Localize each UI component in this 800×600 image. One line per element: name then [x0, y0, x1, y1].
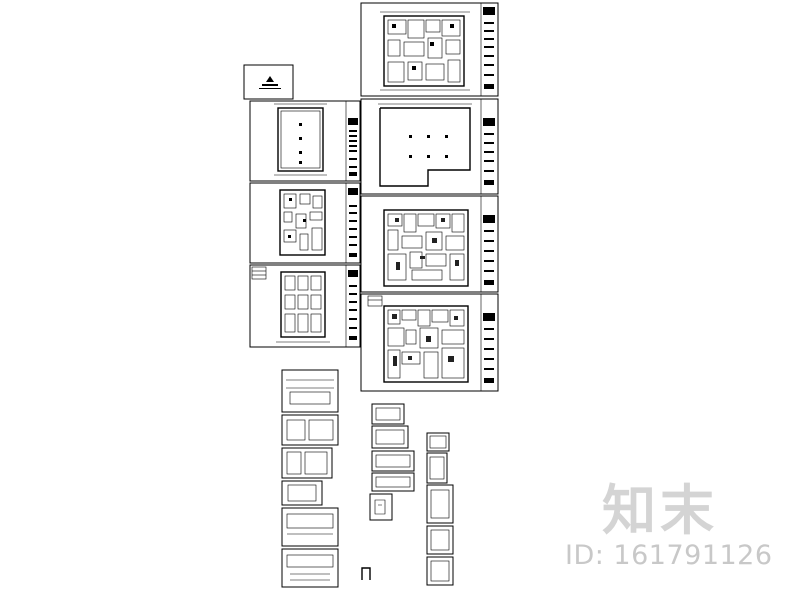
- detail-sheet-column-3: [426, 432, 454, 586]
- watermark-id: ID: 161791126: [565, 540, 773, 571]
- detail-sheet-column-2: [369, 403, 415, 521]
- ceiling-plan-sheet: [249, 100, 361, 182]
- floor-plan-sheet-4: [360, 293, 499, 392]
- watermark-logo: 知末: [602, 479, 718, 542]
- cover-sheet: [243, 64, 294, 100]
- door-symbol: [361, 567, 371, 580]
- floor-plan-sheet-1: [360, 2, 499, 97]
- layout-plan-sheet: [249, 264, 361, 348]
- floor-plan-sheet-3: [360, 195, 499, 293]
- detail-sheet-column-1: [281, 369, 339, 588]
- furniture-plan-sheet: [249, 182, 361, 264]
- floor-plan-sheet-2: [360, 98, 499, 195]
